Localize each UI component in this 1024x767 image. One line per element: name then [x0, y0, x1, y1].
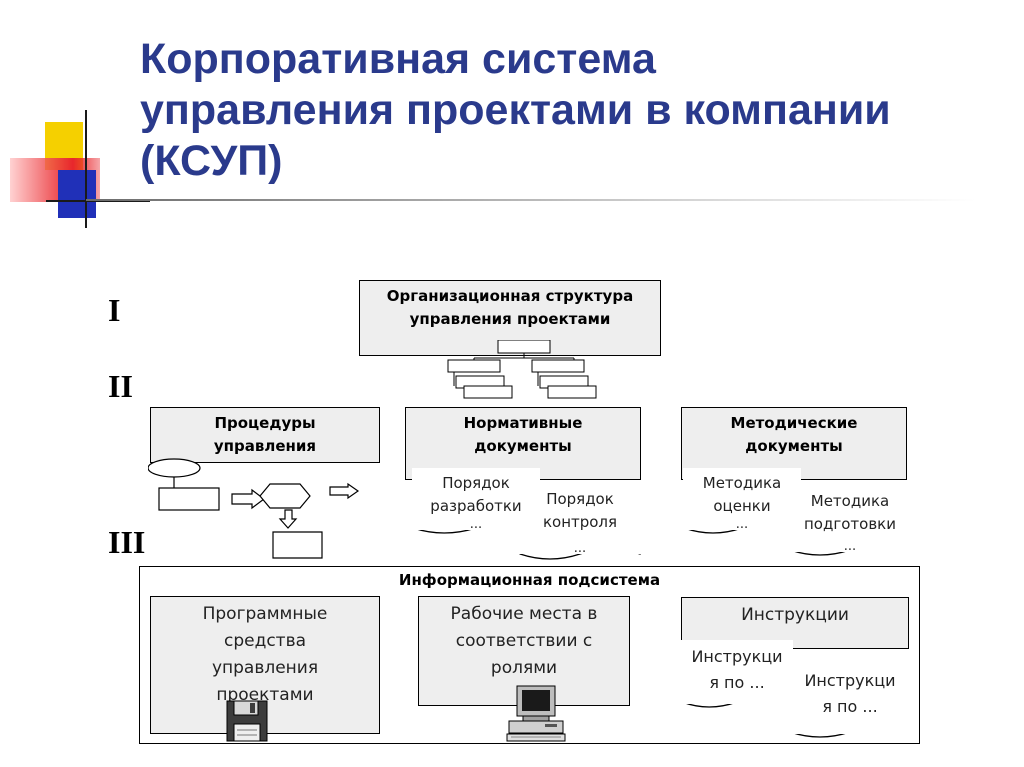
normative-line-2: документы: [474, 437, 572, 455]
org-structure-box: Организационная структура управления про…: [359, 280, 661, 356]
normative-doc-2-dots: ...: [573, 541, 587, 556]
instruction-doc-2-line-1: Инструкци: [804, 671, 896, 690]
normative-doc-2-line-2: контроля: [542, 513, 618, 531]
instruction-doc-2: Инструкци я по ...: [789, 664, 911, 734]
software-line-1: Программные: [202, 604, 328, 624]
instruction-doc-1-line-2: я по ...: [709, 673, 765, 692]
floppy-disk-icon: [226, 700, 268, 742]
org-chart-icon: [447, 340, 597, 399]
workplaces-line-1: Рабочие места в: [450, 604, 598, 624]
normative-doc-1-dots: ...: [469, 517, 483, 532]
decor-blue-square: [58, 170, 96, 218]
level-three-label: III: [108, 524, 146, 560]
normative-line-1: Нормативные: [463, 414, 583, 432]
computer-icon: [506, 685, 566, 742]
methodical-doc-2-dots: ...: [843, 539, 857, 554]
software-line-4: проектами: [216, 685, 314, 705]
info-subsystem-title: Информационная подсистема: [398, 571, 661, 589]
level-one-label: I: [108, 292, 121, 328]
normative-docs-box: Нормативные документы: [405, 407, 641, 480]
methodical-doc-1-dots: ...: [735, 517, 749, 532]
title-underline: [86, 199, 976, 201]
workplaces-line-2: соответствии с: [455, 631, 593, 651]
procedures-box: Процедуры управления: [150, 407, 380, 463]
methodical-doc-1-line-1: Методика: [702, 474, 782, 492]
methodical-line-2: документы: [745, 437, 843, 455]
title-line-2: управления проектами в компании: [140, 86, 891, 134]
software-line-2: средства: [223, 631, 307, 651]
workplaces-line-3: ролями: [490, 658, 558, 678]
methodical-doc-2: Методика подготовки ...: [789, 486, 911, 554]
methodical-doc-2-line-1: Методика: [810, 492, 890, 510]
software-line-3: управления: [211, 658, 319, 678]
workplaces-box: Рабочие места в соответствии с ролями: [418, 596, 630, 706]
normative-doc-1-line-2: разработки: [430, 497, 522, 515]
methodical-doc-1: Методика оценки ...: [683, 468, 801, 532]
normative-doc-2-line-1: Порядок: [546, 490, 614, 508]
normative-doc-1: Порядок разработки ...: [412, 468, 540, 532]
methodical-line-1: Методические: [730, 414, 858, 432]
org-structure-line-1: Организационная структура: [386, 287, 634, 305]
level-two-label: II: [108, 368, 133, 404]
methodical-doc-2-line-2: подготовки: [804, 515, 896, 533]
page-title: Корпоративная система управления проекта…: [140, 34, 1010, 187]
instruction-doc-1: Инструкци я по ...: [681, 640, 793, 704]
title-line-3: (КСУП): [140, 137, 283, 185]
org-structure-line-2: управления проектами: [409, 310, 611, 328]
procedures-line-2: управления: [213, 437, 317, 455]
flowchart-icon: [148, 458, 360, 559]
instruction-doc-1-line-1: Инструкци: [691, 647, 783, 666]
procedures-line-1: Процедуры: [214, 414, 316, 432]
normative-doc-1-line-1: Порядок: [442, 474, 510, 492]
decor-vertical-line: [85, 110, 87, 228]
title-line-1: Корпоративная система: [140, 35, 656, 83]
decor-horizontal-line: [46, 200, 150, 202]
methodical-doc-1-line-2: оценки: [713, 497, 771, 515]
instructions-label: Инструкции: [741, 605, 849, 625]
methodical-docs-box: Методические документы: [681, 407, 907, 480]
instruction-doc-2-line-2: я по ...: [822, 697, 878, 716]
decor-squares: [0, 110, 150, 230]
